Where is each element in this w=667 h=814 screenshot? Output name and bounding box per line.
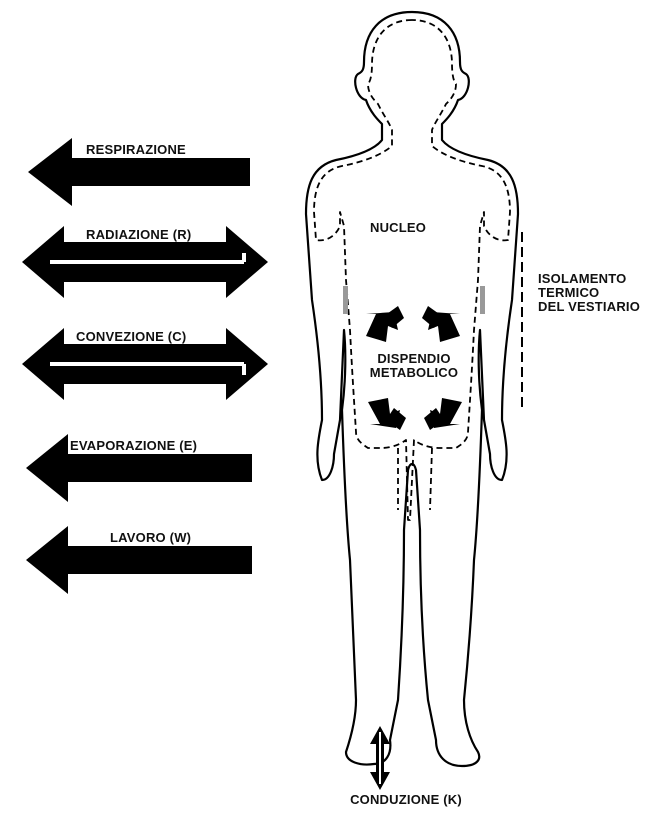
label-conduzione: CONDUZIONE (K) bbox=[350, 792, 462, 807]
label-isolamento-termico: ISOLAMENTO TERMICO DEL VESTIARIO bbox=[538, 272, 640, 314]
label-nucleo: NUCLEO bbox=[370, 220, 426, 235]
label-isolamento-line3: DEL VESTIARIO bbox=[538, 300, 640, 314]
label-convezione: CONVEZIONE (C) bbox=[76, 329, 186, 344]
body-outline bbox=[306, 12, 518, 766]
label-dispendio-metabolico: DISPENDIO METABOLICO bbox=[370, 352, 458, 380]
label-evaporazione: EVAPORAZIONE (E) bbox=[70, 438, 197, 453]
metabolic-arrows-bottom bbox=[368, 398, 462, 430]
label-dispendio-line1: DISPENDIO bbox=[370, 352, 458, 366]
label-isolamento-line2: TERMICO bbox=[538, 286, 640, 300]
label-dispendio-line2: METABOLICO bbox=[370, 366, 458, 380]
label-respirazione: RESPIRAZIONE bbox=[86, 142, 186, 157]
metabolic-arrows-top bbox=[366, 306, 460, 342]
label-radiazione: RADIAZIONE (R) bbox=[86, 227, 191, 242]
label-isolamento-line1: ISOLAMENTO bbox=[538, 272, 640, 286]
label-lavoro: LAVORO (W) bbox=[110, 530, 191, 545]
